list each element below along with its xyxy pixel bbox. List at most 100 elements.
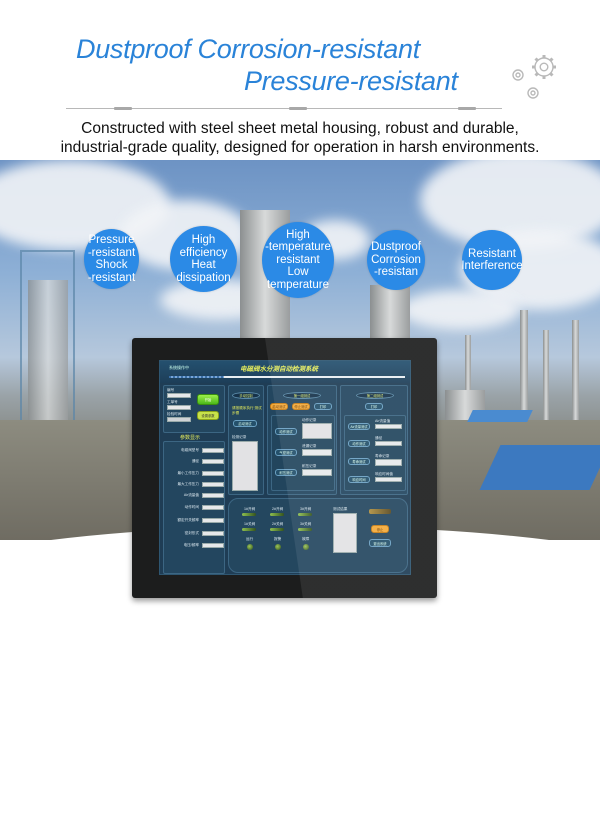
row-label: 响应时间值 <box>375 472 393 476</box>
led-label: 运行 <box>246 537 254 541</box>
life-field[interactable] <box>375 459 402 466</box>
row-label: 动作记录 <box>302 418 317 422</box>
alarm-led-icon <box>275 544 281 550</box>
order-input[interactable] <box>167 405 191 410</box>
param-field[interactable] <box>202 471 224 476</box>
status-indicator <box>369 509 391 514</box>
action-record-list[interactable] <box>302 423 332 439</box>
settings-button[interactable]: 设置参数 <box>197 411 219 420</box>
led-label: 故障 <box>302 537 310 541</box>
group1-action-button[interactable]: 动作测试 <box>275 428 297 435</box>
progress-bar <box>169 376 405 378</box>
params-panel: 电磁阀型号 通径 最小工作压力 最大工作压力 Air流量值 动作时间 额定开关频… <box>163 441 225 574</box>
group1-start-button[interactable]: 启动测试 <box>270 403 288 410</box>
field-label: 工单号 <box>167 400 178 404</box>
row-label: 耐压记录 <box>302 464 317 468</box>
param-label: 最小工作压力 <box>177 471 199 475</box>
group1-airtight-button[interactable]: 气密测试 <box>275 449 297 456</box>
param-field[interactable] <box>202 543 224 548</box>
gears-icon <box>512 55 556 99</box>
group1-pressure-button[interactable]: 耐压测试 <box>275 469 297 476</box>
manual-test-button[interactable]: 启动测试 <box>233 420 257 427</box>
record-list[interactable] <box>232 441 258 491</box>
param-field[interactable] <box>202 459 224 464</box>
group2-action-button[interactable]: 动作测试 <box>348 440 370 447</box>
param-field[interactable] <box>202 518 224 523</box>
serial-input[interactable] <box>167 393 191 398</box>
indicator-bar <box>242 528 256 531</box>
time-input[interactable] <box>167 417 191 422</box>
param-label: 动作时间 <box>184 505 199 509</box>
group1-rows: 动作测试 动作记录 气密测试 泄漏记录 耐压测试 耐压记录 <box>271 415 335 491</box>
hmi-screen: 系统操作中 电磁阀水分测自动检测系统 编号 工单号 检验时间 开始 设置参数 参… <box>159 360 411 575</box>
group2-print-button[interactable]: 打印 <box>365 403 383 410</box>
group2-panel: 第二组测试 打印 Air流量测试 Air流量值 动作测试 通径 寿命测试 寿命记… <box>340 385 408 495</box>
description-line-2: industrial-grade quality, designed for o… <box>60 139 540 156</box>
divider-mark <box>458 107 476 110</box>
divider-line <box>66 108 502 109</box>
result-label: 测试结果 <box>333 507 348 511</box>
indicator-label: 3#关阀 <box>300 522 312 526</box>
air-field[interactable] <box>375 424 402 429</box>
row-label: 寿命记录 <box>375 454 390 458</box>
param-field[interactable] <box>202 505 224 510</box>
row-label: Air流量值 <box>375 419 391 423</box>
run-led-icon <box>247 544 253 550</box>
indicator-label: 2#开阀 <box>272 507 284 511</box>
status-label: 系统操作中 <box>169 365 189 370</box>
params-section-title: 参数显示 <box>180 435 201 441</box>
group2-pill: 第二组测试 <box>356 392 394 399</box>
indicator-label: 1#开阀 <box>244 507 256 511</box>
field-label: 检验时间 <box>167 412 182 416</box>
group1-stop-button[interactable]: 停止测试 <box>292 403 310 410</box>
group2-air-button[interactable]: Air流量测试 <box>348 423 370 430</box>
divider-mark <box>114 107 132 110</box>
param-label: 密封形式 <box>184 531 199 535</box>
manual-panel: 手动控制 请按顺序执行 测试步骤 启动测试 检测记录 <box>228 385 264 495</box>
fault-led-icon <box>303 544 309 550</box>
row-label: 泄漏记录 <box>302 444 317 448</box>
seal-type-select[interactable] <box>202 531 224 536</box>
param-field[interactable] <box>202 493 224 498</box>
bore-field[interactable] <box>375 441 402 446</box>
result-list[interactable] <box>333 513 357 553</box>
header: Dustproof Corrosion-resistant Pressure-r… <box>0 0 600 160</box>
param-field[interactable] <box>202 448 224 453</box>
group2-life-button[interactable]: 寿命测试 <box>348 458 370 465</box>
input-panel: 编号 工单号 检验时间 开始 设置参数 <box>163 385 225 433</box>
indicator-bar <box>270 513 284 516</box>
indicator-bar <box>270 528 284 531</box>
screen-title: 电磁阀水分测自动检测系统 <box>240 366 318 373</box>
stop-button[interactable]: 停止 <box>371 525 389 533</box>
param-label: 电磁阀型号 <box>181 448 199 452</box>
headline-line-1: Dustproof Corrosion-resistant <box>76 34 420 64</box>
indicator-label: 2#关阀 <box>272 522 284 526</box>
group2-response-button[interactable]: 响应时间 <box>348 476 370 483</box>
manual-note: 请按顺序执行 测试步骤 <box>232 406 262 415</box>
param-label: 最大工作压力 <box>177 482 199 486</box>
row-label: 通径 <box>375 436 383 440</box>
param-label: 额定开关频率 <box>177 518 199 522</box>
indicator-bar <box>242 513 256 516</box>
headline-line-2: Pressure-resistant <box>244 66 458 96</box>
group2-rows: Air流量测试 Air流量值 动作测试 通径 寿命测试 寿命记录 响应时间 响应… <box>344 415 406 491</box>
field-label: 编号 <box>167 388 175 392</box>
start-button[interactable]: 开始 <box>197 394 219 405</box>
group1-pill: 第一组测试 <box>283 392 321 399</box>
leak-field[interactable] <box>302 449 332 456</box>
response-field[interactable] <box>375 477 402 482</box>
param-field[interactable] <box>202 482 224 487</box>
exit-system-button[interactable]: 退出系统 <box>369 539 391 547</box>
description-line-1: Constructed with steel sheet metal housi… <box>81 120 519 137</box>
manual-pill: 手动控制 <box>232 392 260 399</box>
led-label: 报警 <box>274 537 282 541</box>
param-label: 通径 <box>191 459 199 463</box>
group1-print-button[interactable]: 打印 <box>314 403 332 410</box>
pressure-field[interactable] <box>302 469 332 476</box>
indicator-label: 3#开阀 <box>300 507 312 511</box>
indicator-bar <box>298 528 312 531</box>
